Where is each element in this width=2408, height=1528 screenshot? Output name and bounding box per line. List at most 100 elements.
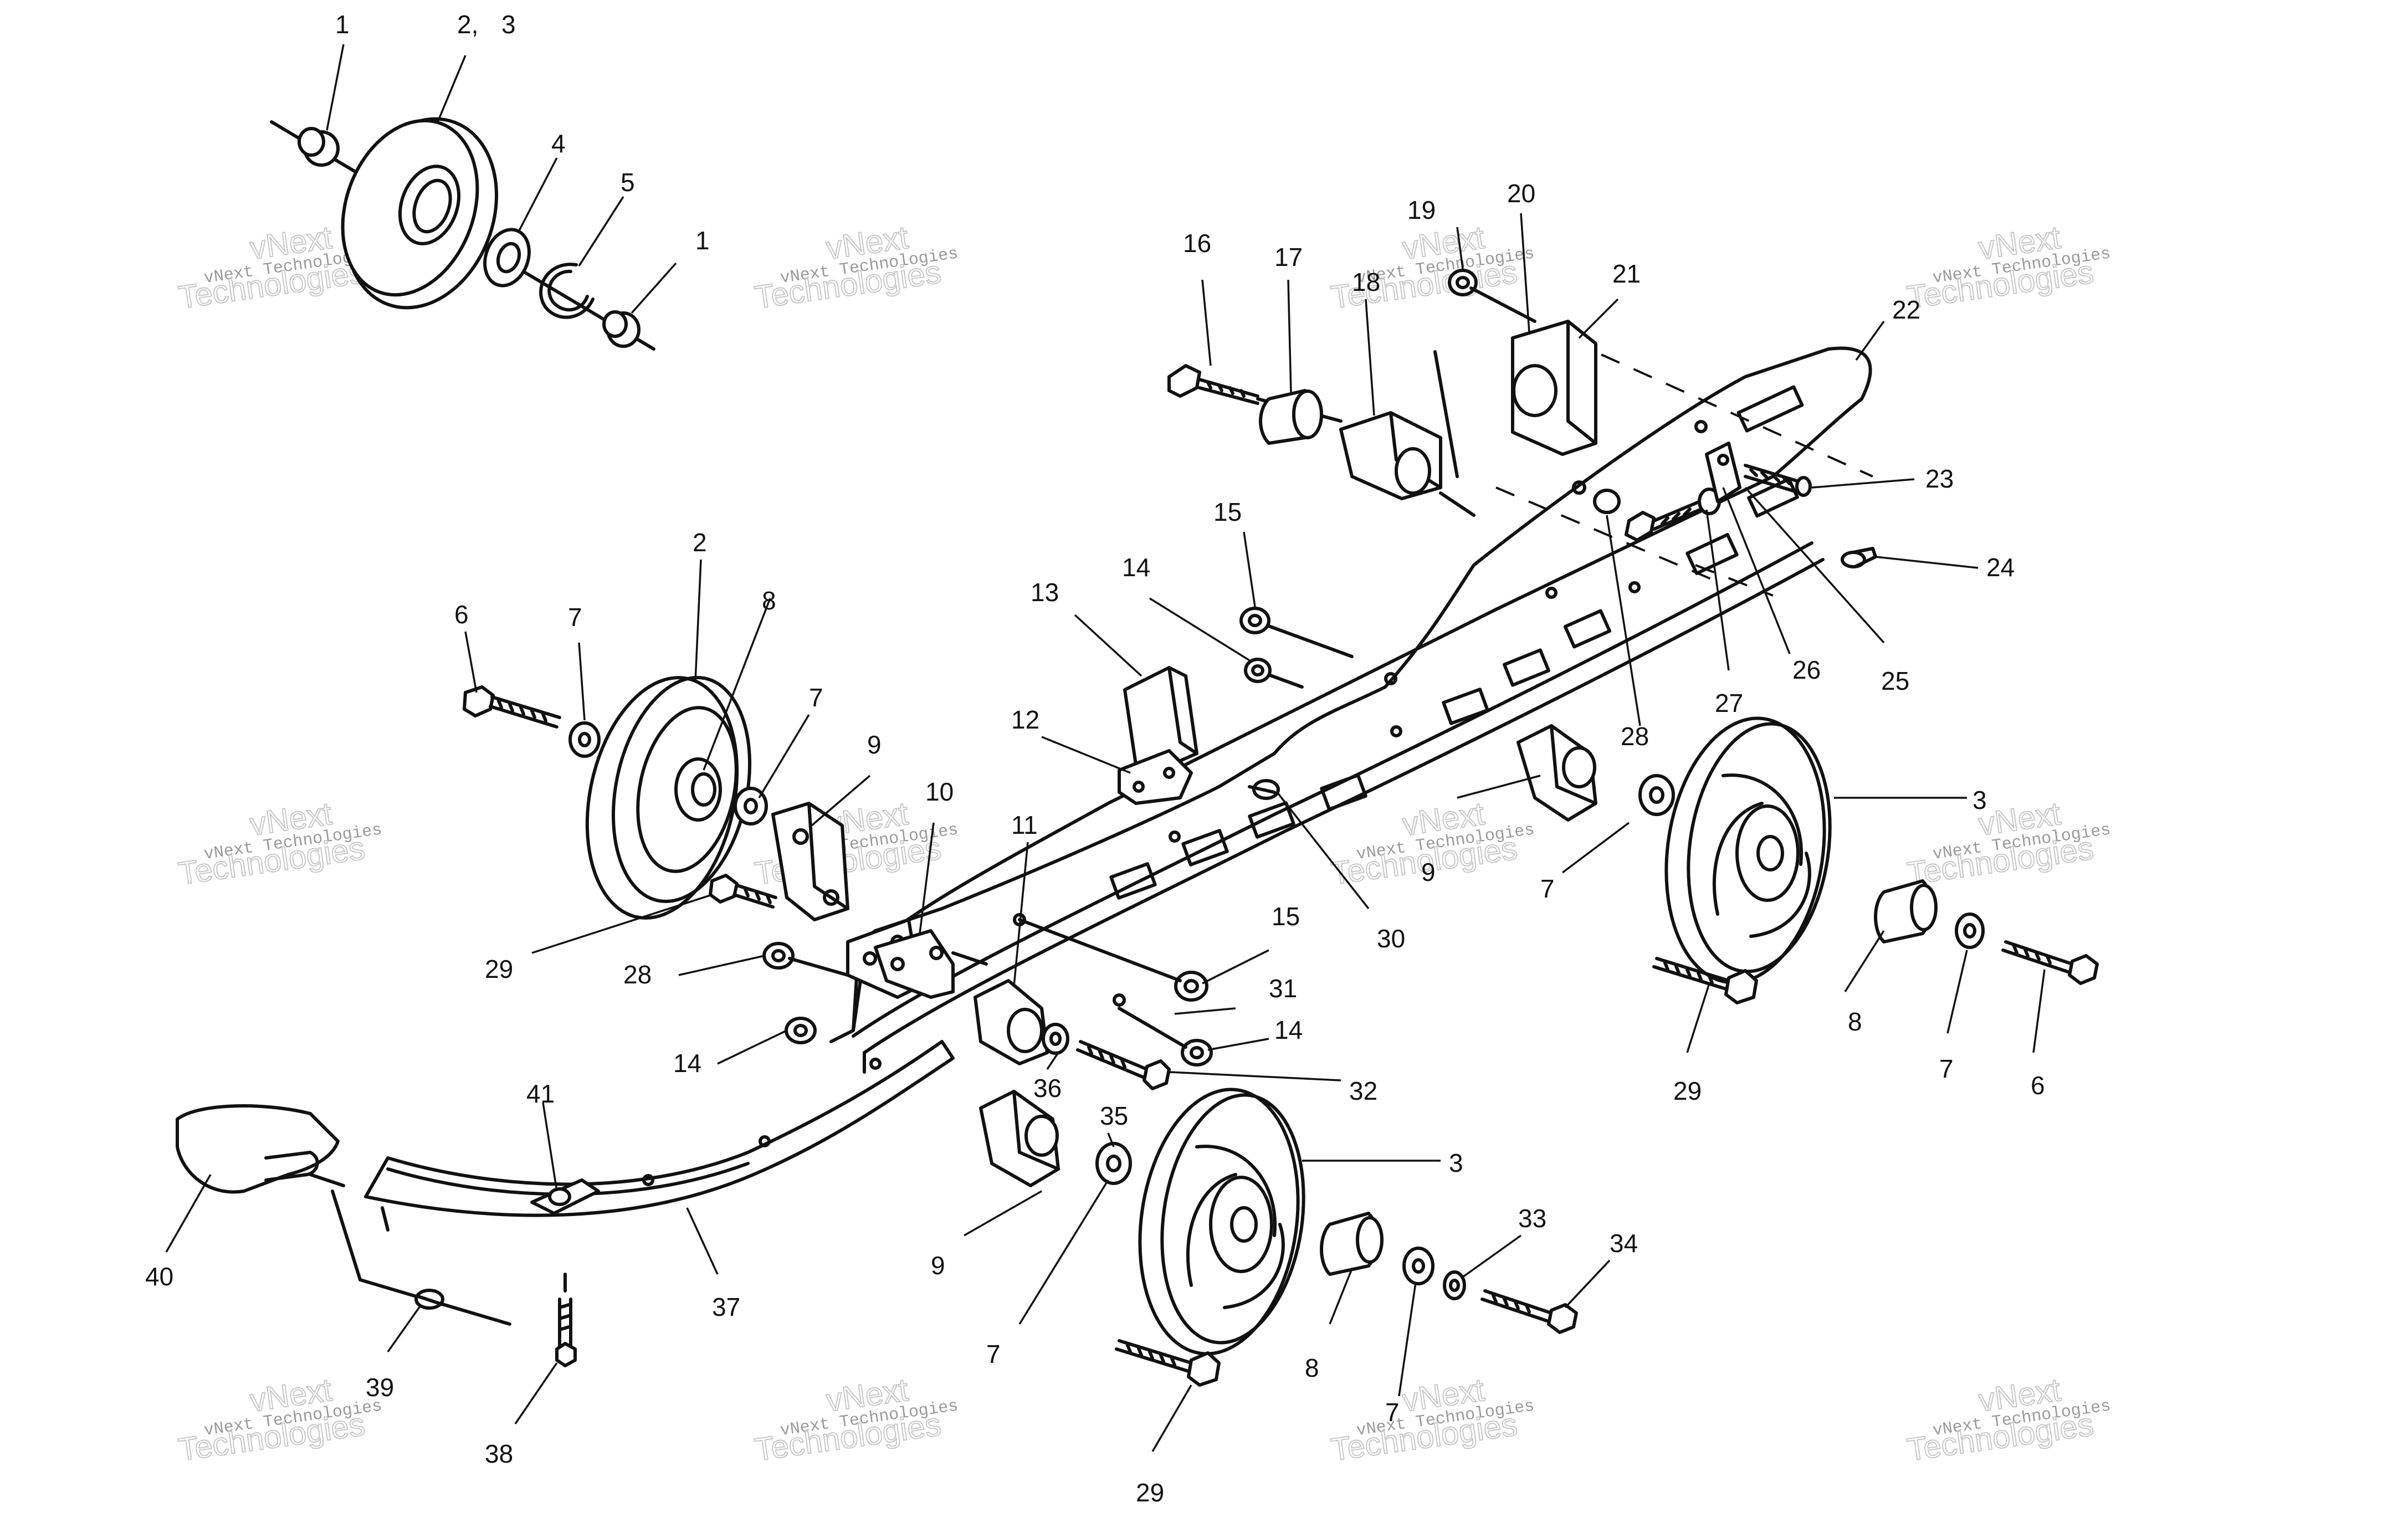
- callout-2-left: 2: [693, 528, 707, 557]
- callout-10: 10: [925, 777, 954, 806]
- lock-washer-33: [1443, 1270, 1466, 1300]
- callout-39: 39: [366, 1373, 394, 1402]
- watermark: vNext Technologies vNext Technologies: [752, 1371, 959, 1469]
- callout-16: 16: [1183, 229, 1211, 258]
- callout-7-lower: 7: [986, 1340, 1001, 1368]
- callout-6: 6: [454, 600, 469, 629]
- nut-14-left: [785, 1017, 817, 1044]
- callout-2: 2,: [457, 10, 478, 39]
- callout-9-right: 9: [1421, 858, 1436, 886]
- callout-6-upper: 6: [2031, 1071, 2045, 1100]
- spacer-8-upper: [1874, 879, 1938, 944]
- bumper-block-18: [1339, 411, 1442, 500]
- torque-arm-block-13: [1118, 666, 1198, 805]
- callout-labels: 1 2, 3 4 5 1 16 17 18 19 20 21 22 23 24 …: [145, 10, 2045, 1507]
- callout-38: 38: [485, 1439, 513, 1468]
- watermark: vNext Technologies vNext Technologies: [176, 795, 383, 893]
- callout-1: 1: [335, 10, 350, 39]
- bolt-29-rear-upper: [1652, 957, 1758, 1004]
- washer-7-rear-right: [1955, 912, 1985, 949]
- hole-marker: [1384, 672, 1397, 685]
- front-idler-assembly: [463, 675, 849, 1044]
- washer-35: [1095, 1142, 1132, 1185]
- rail-slots: [1109, 385, 1804, 900]
- callout-14-lower: 14: [1274, 1016, 1303, 1044]
- bolt-29-left: [709, 874, 777, 909]
- bracket-10: [874, 929, 955, 999]
- bolt-16: [1167, 364, 1259, 405]
- callout-9: 9: [867, 730, 882, 759]
- wheel-3-lower: [1138, 1088, 1305, 1356]
- idler-wheel-2: [585, 675, 752, 920]
- bolt-29-lower: [1115, 1339, 1221, 1387]
- callout-7: 7: [568, 603, 582, 632]
- spacer-17: [1259, 389, 1323, 445]
- washer-7-lower: [1402, 1247, 1434, 1285]
- callout-15: 15: [1213, 498, 1242, 526]
- nut-15-upper: [1239, 607, 1270, 634]
- watermark: vNext Technologies vNext Technologies: [1904, 795, 2112, 893]
- bushing-1-bottom: [602, 310, 641, 348]
- idler-wheel: [341, 117, 499, 310]
- callout-8: 8: [762, 586, 776, 615]
- callout-25: 25: [1881, 666, 1909, 695]
- callout-20: 20: [1507, 179, 1535, 208]
- callout-33: 33: [1518, 1204, 1546, 1233]
- callout-22: 22: [1892, 295, 1920, 324]
- callout-14-left: 14: [673, 1049, 701, 1078]
- washer-7-rear-upper: [1638, 774, 1675, 816]
- callout-3: 3: [501, 10, 516, 39]
- callout-24: 24: [1986, 553, 2015, 582]
- callout-41: 41: [526, 1079, 555, 1108]
- callout-36: 36: [1033, 1074, 1062, 1103]
- callout-31: 31: [1269, 974, 1297, 1003]
- callout-3-upper: 3: [1972, 786, 1987, 814]
- rear-lower-wheel-assembly: [979, 1088, 1578, 1387]
- watermark: vNext Technologies vNext Technologies: [1904, 1371, 2112, 1469]
- callout-29-upper: 29: [1673, 1076, 1702, 1105]
- watermark: vNext Technologies vNext Technologies: [176, 1371, 383, 1469]
- nut-28-left: [762, 942, 795, 970]
- bearing: [483, 228, 531, 288]
- callout-7-lower-right: 7: [1385, 1398, 1400, 1427]
- watermark: vNext Technologies vNext Technologies: [1328, 219, 1535, 316]
- callout-17: 17: [1274, 243, 1303, 271]
- watermark: vNext Technologies vNext Technologies: [1328, 1371, 1535, 1469]
- callout-37: 37: [712, 1293, 740, 1321]
- nut-plate-41: [530, 1178, 600, 1215]
- watermark: vNext Technologies vNext Technologies: [752, 219, 959, 316]
- idler-wheel-exploded-assembly: [270, 117, 655, 351]
- callout-29-left: 29: [485, 955, 513, 983]
- callout-8-lower: 8: [1305, 1353, 1319, 1382]
- rail-holes: [642, 581, 1641, 1186]
- callout-15-lower: 15: [1272, 902, 1300, 931]
- nut-14-upper: [1244, 658, 1272, 683]
- adjuster-bolt-27: [1625, 488, 1721, 542]
- mid-components: [1118, 607, 1354, 805]
- spacer-8-lower: [1320, 1212, 1384, 1276]
- callout-34: 34: [1610, 1229, 1638, 1258]
- dashed-assembly-lines: [1495, 353, 1873, 597]
- leader-lines: [165, 44, 2046, 1452]
- callout-26: 26: [1792, 655, 1821, 684]
- rivet-39: [414, 1289, 445, 1310]
- watermark: vNext Technologies vNext Technologies: [1904, 219, 2112, 316]
- axle-bracket-9-left: [771, 802, 849, 921]
- nut-15-lower: [1174, 971, 1208, 1002]
- pin-24: [1841, 547, 1877, 568]
- callout-7-right: 7: [1540, 874, 1555, 903]
- callout-30: 30: [1377, 924, 1405, 953]
- lower-left-components: [176, 1104, 600, 1367]
- slide-hyfax-skid: [364, 1040, 955, 1217]
- callout-21: 21: [1612, 259, 1641, 288]
- callout-19: 19: [1407, 196, 1436, 224]
- callout-18: 18: [1352, 268, 1380, 296]
- callout-8-upper: 8: [1848, 1007, 1862, 1036]
- nut-14-lower: [1181, 1039, 1213, 1066]
- bolt-34: [1480, 1289, 1578, 1334]
- callout-1: 1: [695, 226, 710, 255]
- callout-5: 5: [621, 168, 635, 197]
- rail-bottom-extrusion: [852, 541, 1813, 1038]
- callout-13: 13: [1031, 578, 1059, 607]
